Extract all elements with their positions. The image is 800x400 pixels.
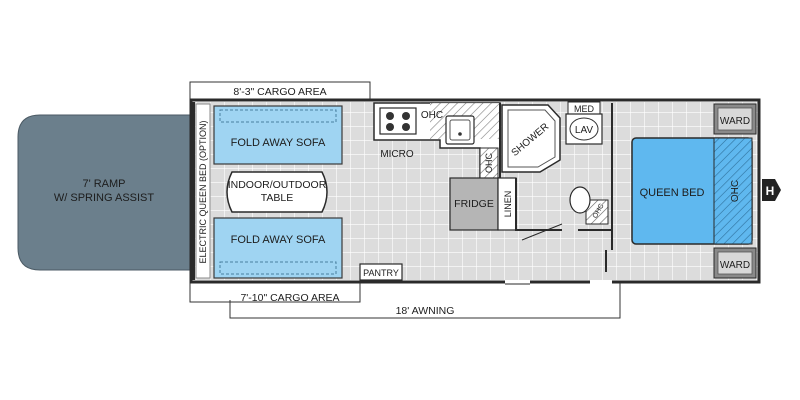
awning-label: 18' AWNING [396, 305, 455, 317]
fridge-label: FRIDGE [454, 198, 494, 210]
hitch-label: H [766, 184, 775, 198]
ward-top-label: WARD [720, 116, 750, 127]
hitch-icon: H [762, 179, 781, 201]
sofa-top [213, 105, 343, 165]
ramp-label-line2: W/ SPRING ASSIST [54, 192, 155, 204]
ward-bottom-label: WARD [720, 260, 750, 271]
sofa-bottom-back [219, 261, 337, 275]
kitchen-ohc-label: OHC [421, 110, 443, 121]
table-label-line2: TABLE [261, 192, 293, 204]
fridge [449, 177, 499, 231]
bed-ohc-label: OHC [730, 180, 741, 202]
bath-door [521, 223, 563, 241]
electric-bed-strip [195, 103, 211, 279]
ramp-door [17, 114, 191, 271]
shower [501, 104, 561, 173]
dinette-table [226, 171, 328, 213]
sink-icon [445, 115, 475, 145]
ohc-vertical-label: OHC [484, 153, 494, 174]
bed-ohc-hatch [713, 137, 753, 245]
linen-label: LINEN [503, 191, 513, 218]
ramp-label-line1: 7' RAMP [82, 178, 125, 190]
sofa-top-label: FOLD AWAY SOFA [231, 137, 326, 149]
stove-icon [379, 107, 417, 135]
ward-bottom-face [717, 251, 753, 275]
awning-dimension [229, 282, 621, 319]
queen-bed-label: QUEEN BED [640, 187, 705, 199]
cargo-bottom-label: 7'-10" CARGO AREA [240, 292, 339, 304]
med-label: MED [574, 104, 595, 114]
sofa-bottom-label: FOLD AWAY SOFA [231, 234, 326, 246]
electric-bed-label: ELECTRIC QUEEN BED (OPTION) [198, 120, 208, 263]
bathroom-wall-right [605, 103, 613, 272]
toilet-icon [569, 186, 609, 225]
ward-top-face [717, 107, 753, 131]
lav-label: LAV [575, 125, 593, 136]
pantry [359, 263, 403, 281]
sofa-bottom [213, 217, 343, 279]
shower-inner [507, 109, 556, 168]
table-label-line1: INDOOR/OUTDOOR [228, 179, 327, 191]
micro-label: MICRO [380, 149, 414, 160]
pantry-label: PANTRY [363, 268, 399, 278]
lav-sink-icon [565, 113, 603, 145]
sofa-top-back [219, 109, 337, 123]
cargo-top-label: 8'-3" CARGO AREA [233, 86, 326, 98]
